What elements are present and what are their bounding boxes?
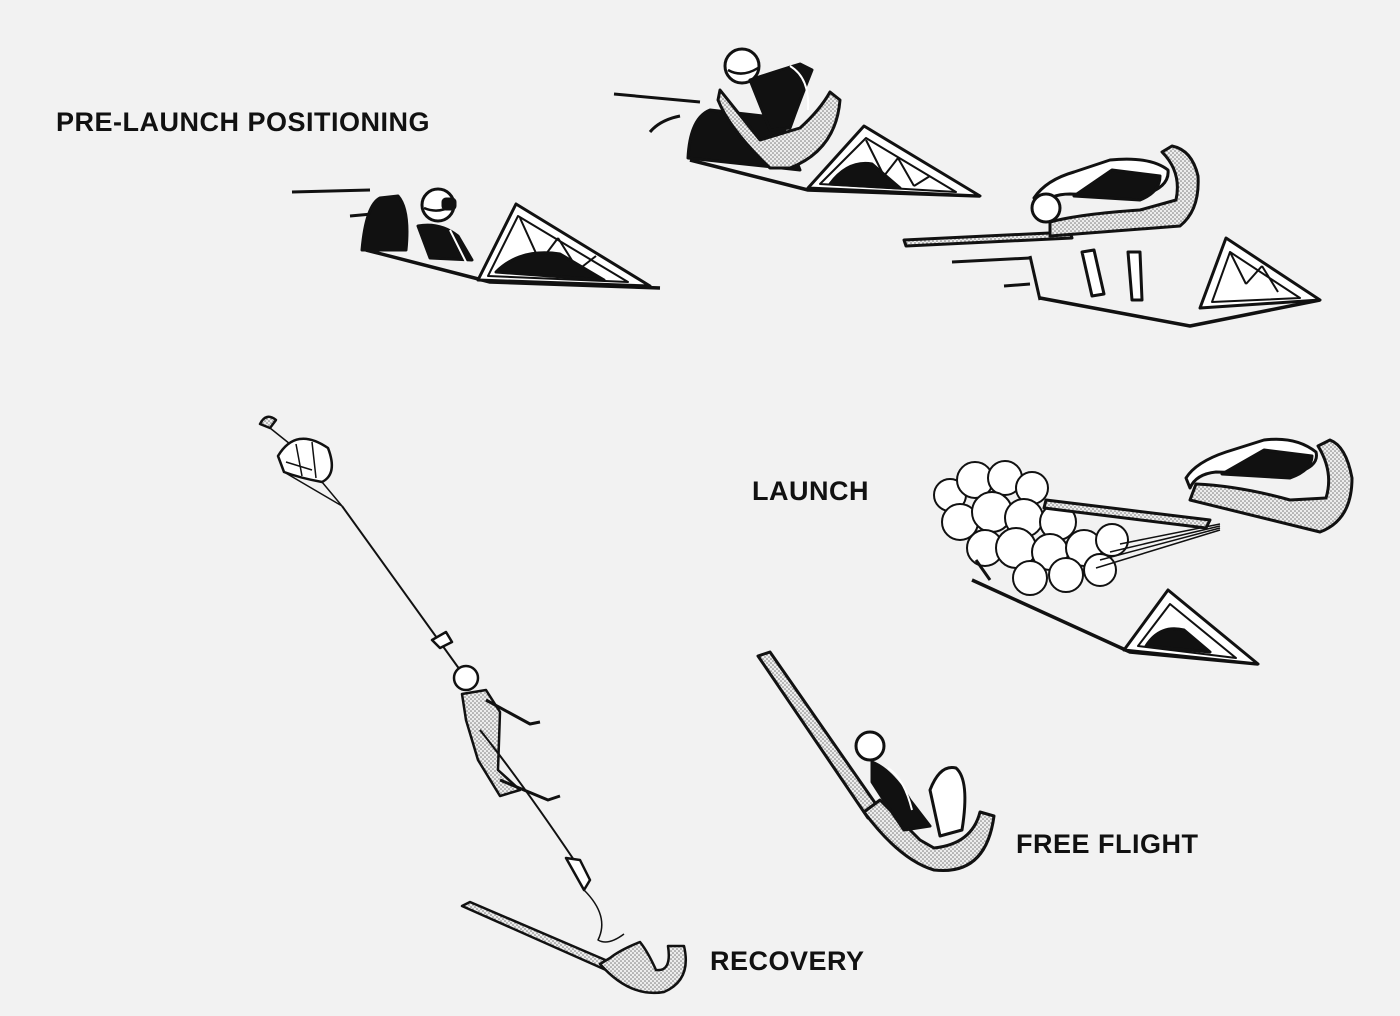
cockpit-pre-launch-3 [902, 144, 1322, 328]
label-free-flight: FREE FLIGHT [1016, 829, 1199, 859]
cockpit-launch [933, 437, 1354, 666]
cockpit-pre-launch-2 [613, 47, 982, 198]
seat-free-flight [756, 650, 996, 873]
label-launch: LAUNCH [752, 476, 869, 506]
label-pre-launch-positioning: PRE-LAUNCH POSITIONING [56, 107, 430, 137]
recovery-sequence [258, 415, 687, 995]
label-recovery: RECOVERY [710, 946, 865, 976]
cockpit-pre-launch-1 [291, 187, 661, 290]
